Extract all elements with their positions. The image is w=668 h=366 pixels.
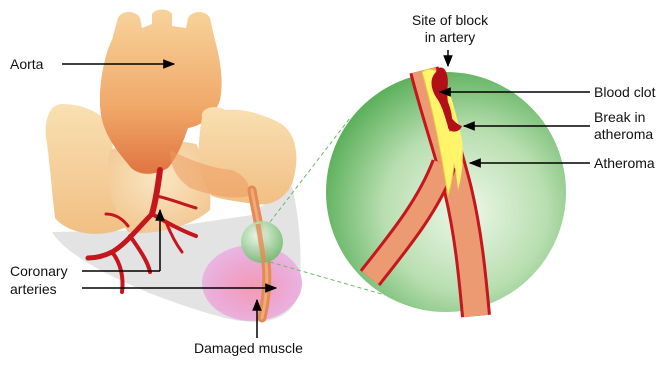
coronary-label-line1: Coronary: [10, 263, 68, 280]
aorta-label: Aorta: [10, 56, 43, 73]
blood-clot-label: Blood clot: [594, 84, 655, 101]
break-in-atheroma-label-line1: Break in: [594, 109, 645, 126]
site-of-block-label-line2: in artery: [402, 29, 498, 46]
atheroma-label: Atheroma: [594, 155, 655, 172]
coronary-label-line2: arteries: [10, 281, 57, 298]
damaged-muscle-label: Damaged muscle: [194, 340, 303, 357]
break-in-atheroma-label-line2: atheroma: [594, 126, 653, 143]
site-of-block-label-line1: Site of block: [402, 12, 498, 29]
